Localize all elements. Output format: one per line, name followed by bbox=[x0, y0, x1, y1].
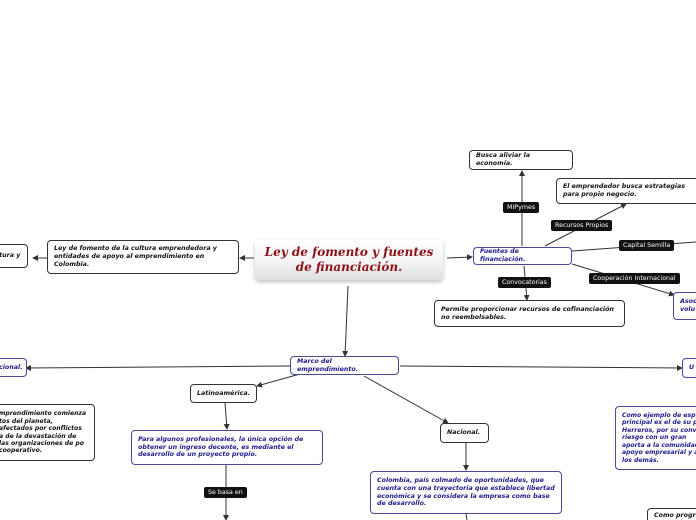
edge-label-recursos-propios[interactable]: Recursos Propios bbox=[551, 220, 613, 231]
node-asoc-cut[interactable]: Asoc volu bbox=[673, 292, 696, 320]
node-marco-emprendimiento[interactable]: Marco del emprendimiento. bbox=[290, 356, 399, 375]
edge-label-mipymes[interactable]: MIPymes bbox=[503, 202, 540, 213]
node-para-algunos[interactable]: Para algunos profesionales, la única opc… bbox=[131, 430, 323, 465]
node-como-progra-cut[interactable]: Como progra bbox=[647, 508, 696, 520]
node-colombia[interactable]: Colombia, país colmado de oportunidades,… bbox=[370, 471, 562, 514]
edge-label-cooperacion-internacional[interactable]: Cooperación Internacional bbox=[589, 273, 680, 284]
edge-label-capital-semilla[interactable]: Capital Semilla bbox=[619, 240, 675, 251]
node-busca-aliviar[interactable]: Busca aliviar la economía. bbox=[469, 150, 573, 170]
node-permite-proporcionar[interactable]: Permite proporcionar recursos de cofinan… bbox=[434, 300, 625, 327]
node-nacional[interactable]: Nacional. bbox=[440, 423, 489, 443]
node-emprendimiento-cut[interactable]: mprendimiento comienza tos del planeta, … bbox=[0, 404, 95, 461]
node-internacional-cut[interactable]: cional. bbox=[0, 358, 27, 377]
node-ley-fomento[interactable]: Ley de fomento de la cultura emprendedor… bbox=[47, 240, 239, 274]
node-u-cut[interactable]: U bbox=[682, 358, 696, 378]
edge-label-convocatorias[interactable]: Convocatorias bbox=[498, 277, 551, 288]
node-fuentes-financiacion[interactable]: Fuentes de financiación. bbox=[473, 247, 572, 265]
node-como-ejemplo-cut[interactable]: Como ejemplo de esp principal es el de s… bbox=[615, 406, 696, 470]
node-cultura-cut[interactable]: ltura y bbox=[0, 244, 28, 268]
central-topic-title[interactable]: Ley de fomento y fuentes de financiación… bbox=[255, 240, 443, 280]
edge-label-se-basa-en[interactable]: Se basa en bbox=[204, 487, 247, 498]
node-latinoamerica[interactable]: Latinoamérica. bbox=[190, 384, 257, 403]
node-emprendedor-busca[interactable]: El emprendedor busca estrategias para pr… bbox=[556, 178, 696, 204]
